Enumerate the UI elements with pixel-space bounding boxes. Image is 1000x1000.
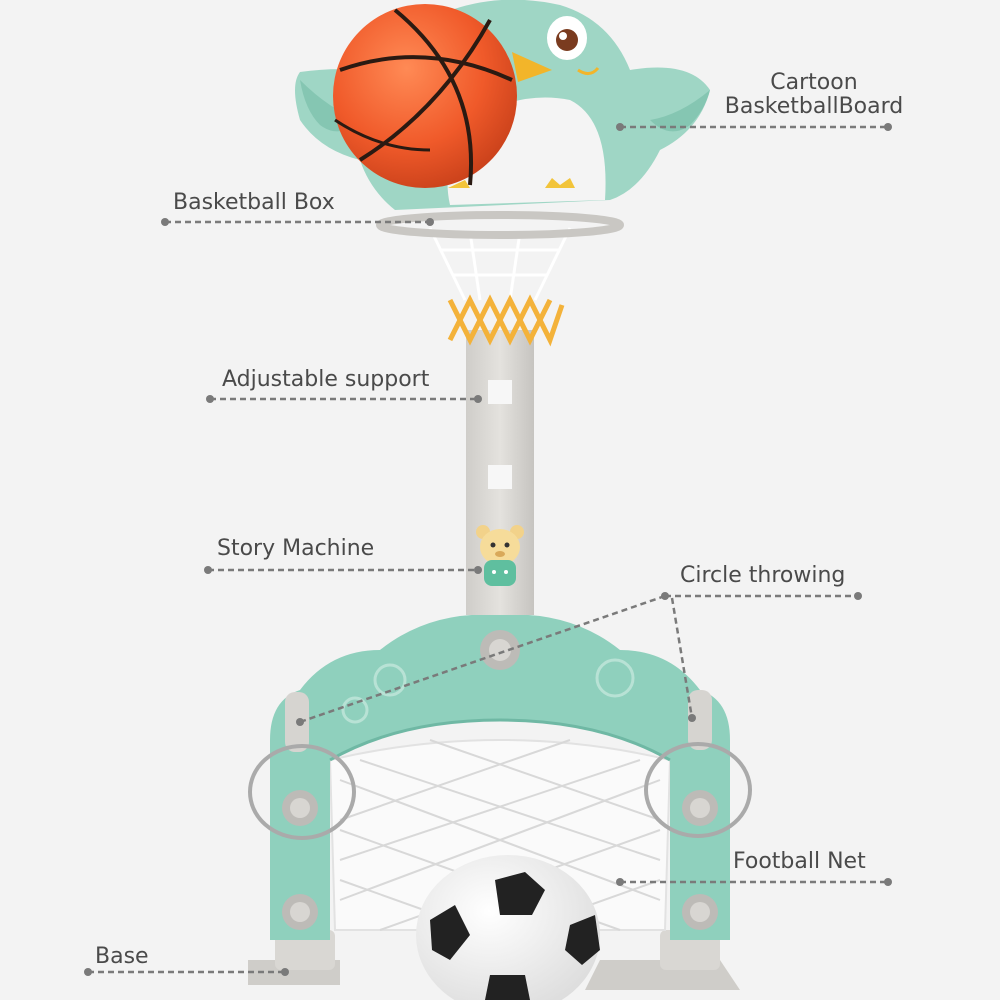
soccer-ball [416,855,600,1000]
label-cartoon-board-line2: BasketballBoard [724,94,904,119]
story-machine-bear [476,525,524,586]
label-base: Base [95,944,149,969]
throwing-rings [248,742,752,840]
label-basketball-box: Basketball Box [173,190,335,215]
label-cartoon-board-line1: Cartoon [770,70,858,95]
goal-frame [270,614,730,940]
label-adjustable-support: Adjustable support [222,367,430,392]
leader-lines [88,125,888,974]
basketball-hoop [376,211,624,347]
label-cartoon-board: Cartoon BasketballBoard [718,72,910,118]
label-story-machine: Story Machine [217,536,375,561]
label-circle-throwing: Circle throwing [680,563,846,588]
basketball [333,4,517,188]
label-football-net: Football Net [733,849,866,874]
leader-dots [84,123,892,976]
